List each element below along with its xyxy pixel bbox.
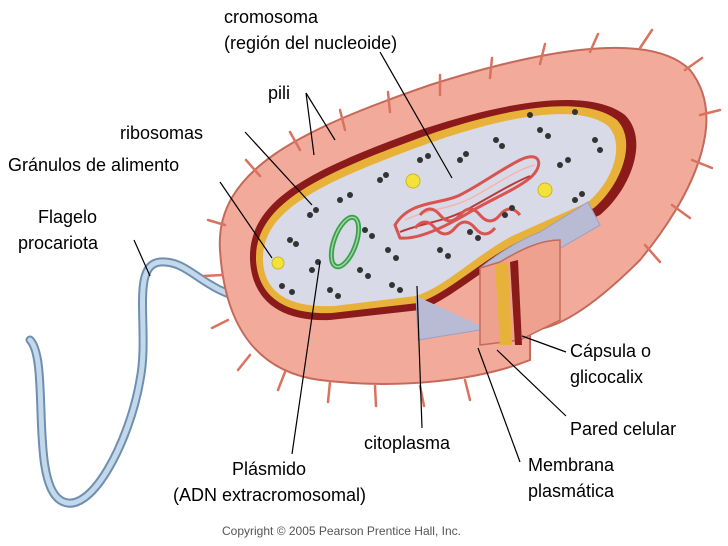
label-capsula-2: glicocalix <box>570 367 644 387</box>
label-citoplasma: citoplasma <box>364 433 451 453</box>
label-nucleoide: (región del nucleoide) <box>224 33 398 53</box>
leader-lines <box>133 51 567 463</box>
label-capsula-1: Cápsula o <box>570 341 652 361</box>
label-flagelo-2: procariota <box>18 233 99 253</box>
label-membrana-1: Membrana <box>528 455 615 475</box>
chromosome-nucleoid <box>393 155 541 240</box>
label-plasmido-1: Plásmido <box>232 459 307 479</box>
label-pared: Pared celular <box>570 419 677 439</box>
label-ribosomas: ribosomas <box>120 123 204 143</box>
label-cromosoma: cromosoma <box>224 7 319 27</box>
label-membrana-2: plasmática <box>528 481 615 501</box>
label-pili: pili <box>268 83 291 103</box>
ribosomes <box>279 109 603 299</box>
label-plasmido-2: (ADN extracromosomal) <box>173 485 367 505</box>
food-granules <box>271 173 553 270</box>
label-flagelo-1: Flagelo <box>38 207 98 227</box>
label-granulos: Gránulos de alimento <box>8 155 180 175</box>
copyright-text: Copyright © 2005 Pearson Prentice Hall, … <box>222 524 461 538</box>
